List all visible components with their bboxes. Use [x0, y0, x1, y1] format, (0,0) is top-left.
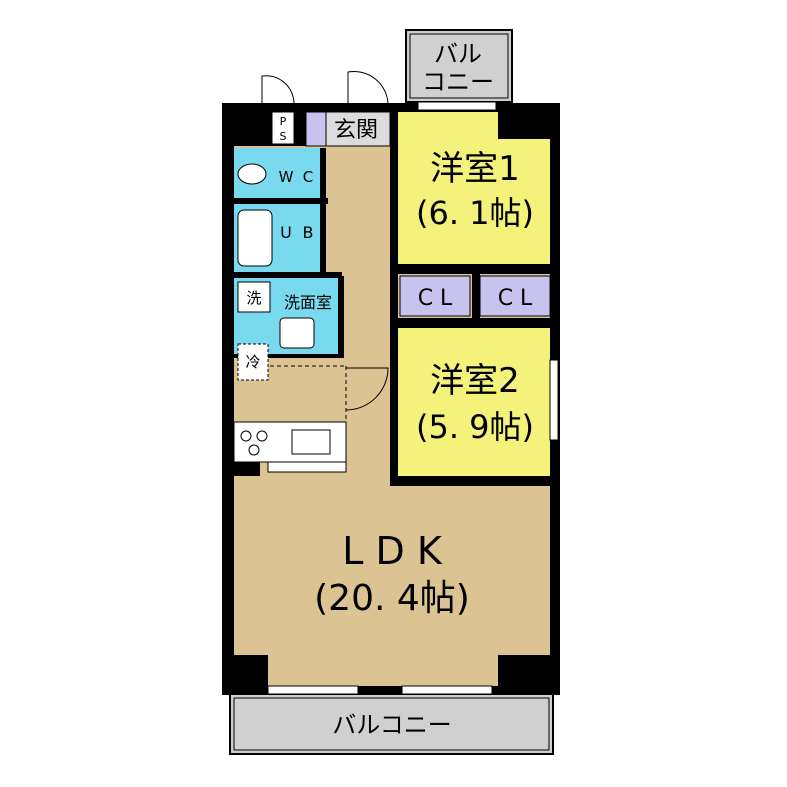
balcony-top-label-2: コニー — [422, 68, 494, 96]
ps-label-p: P — [280, 115, 287, 128]
western-room-2 — [398, 328, 550, 476]
room2-label: 洋室2 — [430, 361, 520, 401]
wash-mark-label: 洗 — [246, 289, 261, 307]
window-top — [417, 101, 497, 111]
closet-2 — [479, 275, 551, 317]
fridge-label: 冷 — [245, 353, 260, 371]
ub-label-b: B — [303, 223, 314, 242]
room1-label: 洋室1 — [430, 149, 520, 189]
washroom-label: 洗面室 — [284, 293, 332, 312]
window-room2-side — [549, 359, 559, 441]
stove-burner-1 — [240, 430, 252, 442]
closet1-label: C L — [418, 286, 453, 311]
bathtub — [237, 209, 273, 267]
ps-label-s: S — [280, 130, 287, 143]
entry-door-swing — [347, 70, 389, 105]
toilet — [237, 163, 267, 185]
window-bottom-right — [401, 685, 493, 695]
wash-basin — [279, 317, 315, 349]
stove-burner-3 — [248, 444, 260, 456]
closet-1 — [399, 275, 471, 317]
wc-label-c: C — [303, 168, 313, 186]
room2-size-label: (5. 9帖) — [416, 408, 534, 446]
ps-door-swing — [261, 75, 295, 105]
genkan-label: 玄関 — [334, 118, 378, 143]
balcony-top-label-1: バル — [434, 40, 482, 68]
balcony-top — [405, 29, 513, 103]
ldk-size-label: (20. 4帖) — [314, 578, 470, 619]
balcony-bottom-label: バルコニー — [332, 711, 452, 739]
room2-door-swing — [345, 367, 389, 411]
ldk-label: L D K — [342, 529, 443, 573]
kitchen-sink — [291, 429, 331, 455]
room1-size-label: (6. 1帖) — [416, 194, 534, 232]
balcony-bottom — [229, 693, 554, 755]
stove-burner-2 — [256, 430, 268, 442]
closet2-label: C L — [498, 286, 533, 311]
fridge-space — [237, 343, 269, 381]
wc-label-w: W — [279, 168, 294, 186]
washing-machine-space — [237, 281, 271, 313]
window-bottom-left — [267, 685, 359, 695]
ub-label-u: U — [280, 223, 292, 242]
